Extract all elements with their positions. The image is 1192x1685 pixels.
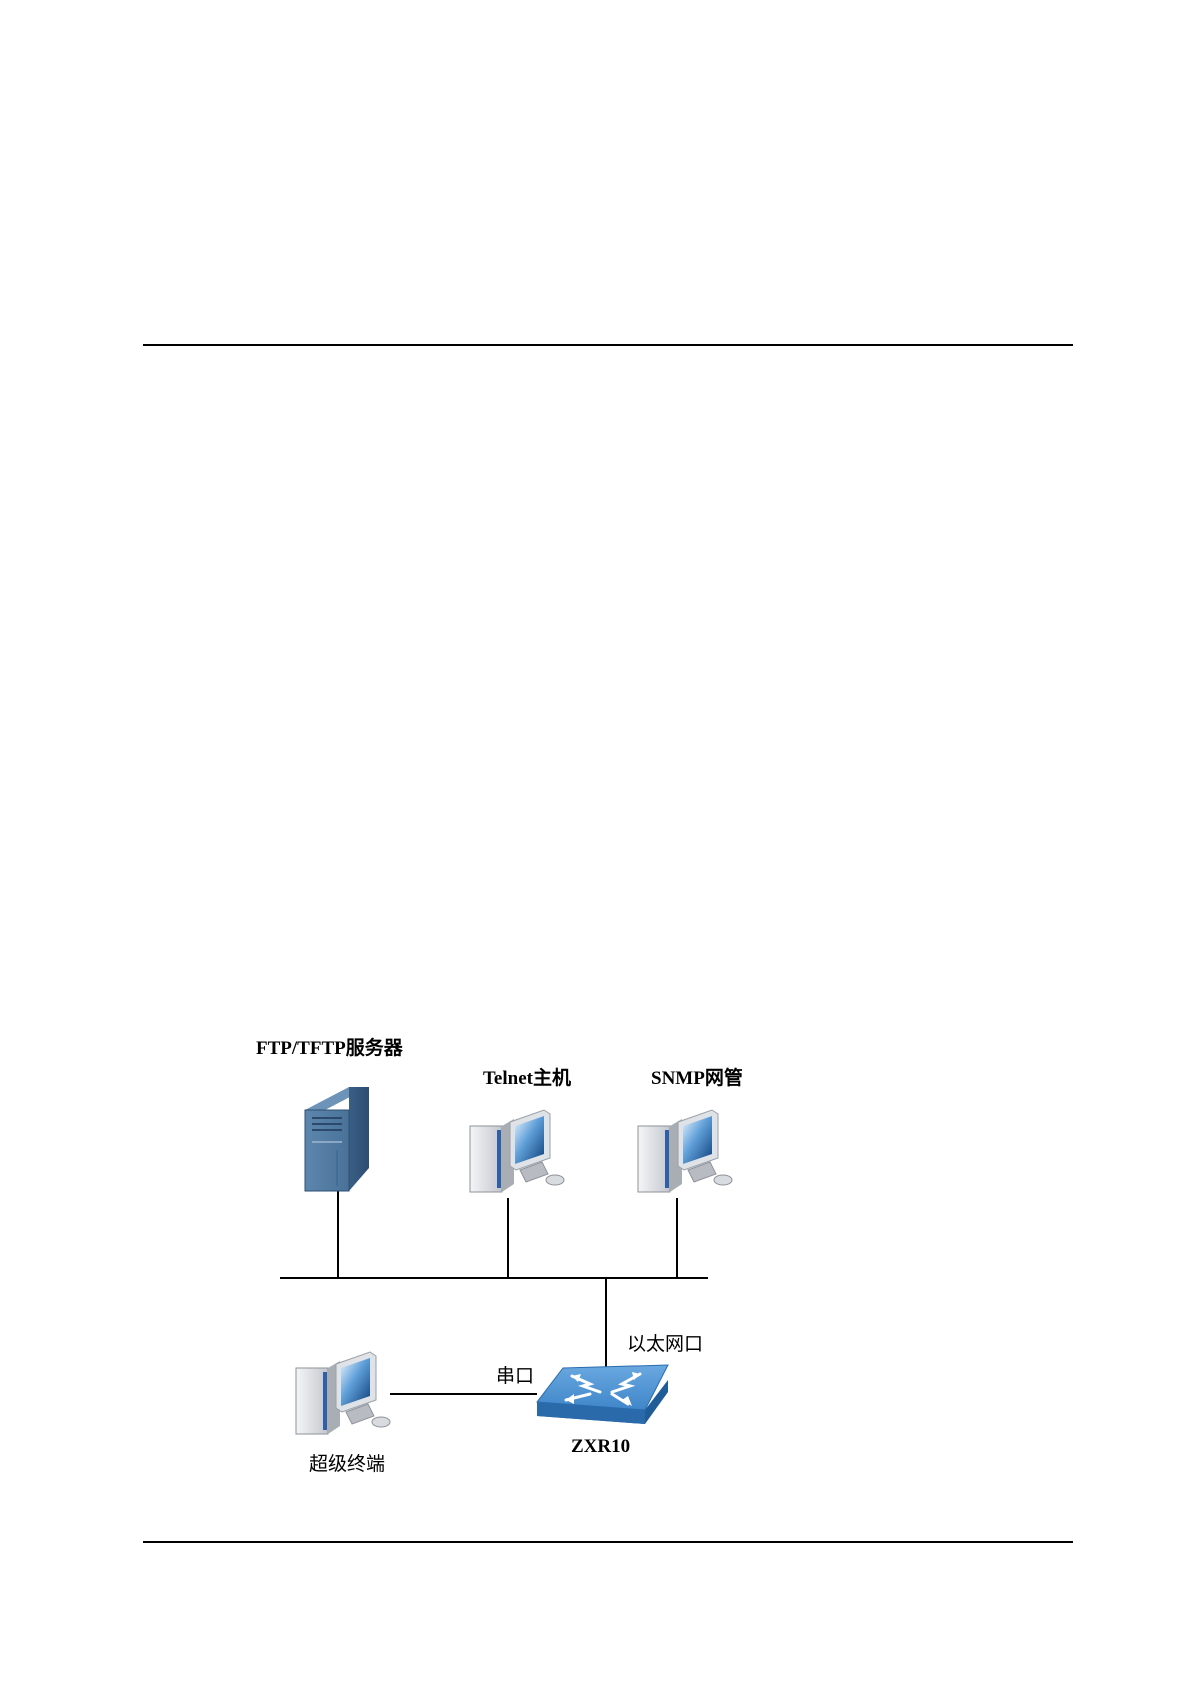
header-rule [143,344,1073,346]
terminal-workstation-icon [295,1351,391,1435]
super-terminal-label: 超级终端 [309,1453,385,1475]
footer-rule [143,1541,1073,1543]
telnet-host-label: Telnet主机 [483,1067,571,1089]
snmp-manager-label: SNMP网管 [651,1066,743,1089]
ftp-server-label: FTP/TFTP服务器 [256,1036,404,1059]
server-tower-icon [304,1087,369,1192]
snmp-workstation-icon [637,1109,733,1193]
router-label: ZXR10 [571,1436,630,1457]
serial-port-label: 串口 [496,1365,534,1387]
ethernet-port-label: 以太网口 [627,1333,703,1355]
telnet-workstation-icon [469,1109,565,1193]
router-icon [536,1364,669,1424]
